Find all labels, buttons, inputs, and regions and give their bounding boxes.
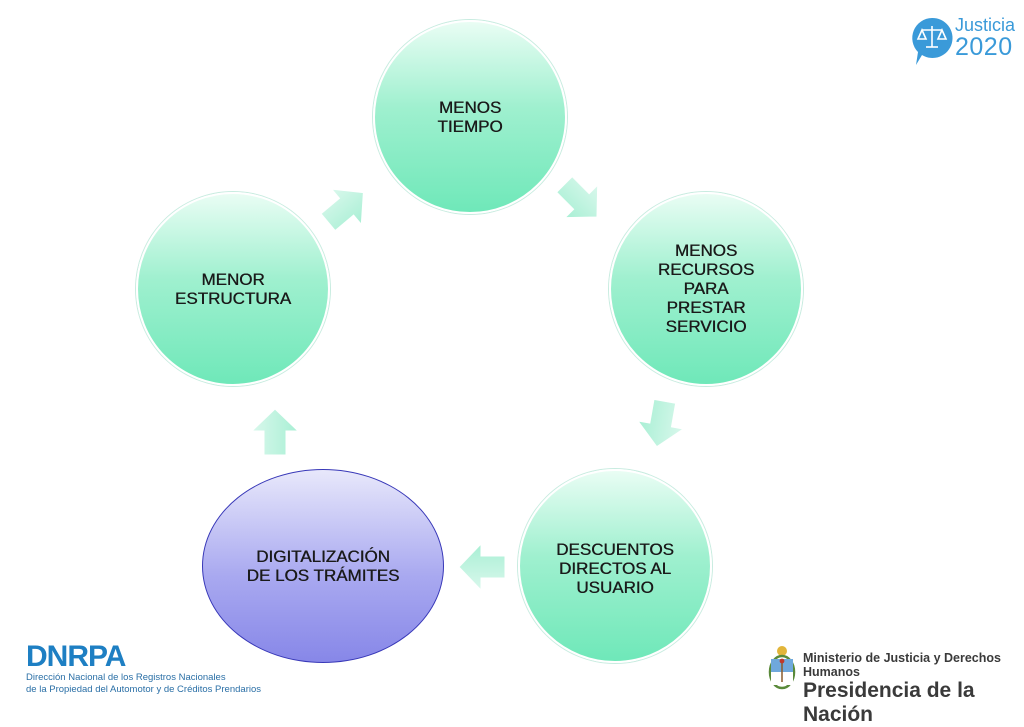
cycle-arrows [250, 175, 685, 592]
arrow-descuentos-to-digital [458, 542, 506, 592]
arrow-estructura-to-tiempo [320, 188, 364, 232]
node-menos-recursos: MENOS RECURSOS PARA PRESTAR SERVICIO [609, 192, 803, 386]
presidencia-label: Presidencia de la Nación [803, 679, 975, 726]
justicia-2020-wordmark: Justicia 2020 [955, 16, 1015, 60]
dnrpa-subtitle-line1: Dirección Nacional de los Registros Naci… [26, 672, 226, 683]
arrow-digital-to-estructura [250, 408, 300, 456]
node-digitalizacion: DIGITALIZACIÓN DE LOS TRÁMITES [202, 469, 444, 663]
argentina-coat-of-arms-icon [768, 646, 796, 690]
node-menor-estructura-label: MENOR ESTRUCTURA [174, 270, 292, 308]
justicia-year: 2020 [955, 33, 1013, 61]
scales-of-justice-icon [912, 17, 953, 66]
node-menos-recursos-label: MENOS RECURSOS PARA PRESTAR SERVICIO [657, 241, 755, 336]
arrow-recursos-to-descuentos [636, 398, 685, 448]
dnrpa-title: DNRPA [26, 640, 126, 673]
node-descuentos: DESCUENTOS DIRECTOS AL USUARIO [518, 469, 712, 663]
node-digitalizacion-label: DIGITALIZACIÓN DE LOS TRÁMITES [246, 547, 400, 585]
arrow-tiempo-to-recursos [555, 175, 599, 219]
cycle-diagram: MENOS TIEMPO MENOS RECURSOS PARA PRESTAR… [136, 20, 803, 663]
node-menos-tiempo: MENOS TIEMPO [373, 20, 567, 214]
dnrpa-logo: DNRPA Dirección Nacional de los Registro… [26, 642, 261, 696]
justicia-word: Justicia [955, 15, 1016, 35]
node-menor-estructura: MENOR ESTRUCTURA [136, 192, 330, 386]
ministerio-presidencia-logo: Ministerio de Justicia y Derechos Humano… [803, 651, 1024, 727]
node-menos-tiempo-label: MENOS TIEMPO [437, 98, 503, 136]
node-descuentos-label: DESCUENTOS DIRECTOS AL USUARIO [556, 540, 674, 597]
dnrpa-subtitle-line2: de la Propiedad del Automotor y de Crédi… [26, 684, 261, 695]
ministerio-label: Ministerio de Justicia y Derechos Humano… [803, 651, 1001, 679]
